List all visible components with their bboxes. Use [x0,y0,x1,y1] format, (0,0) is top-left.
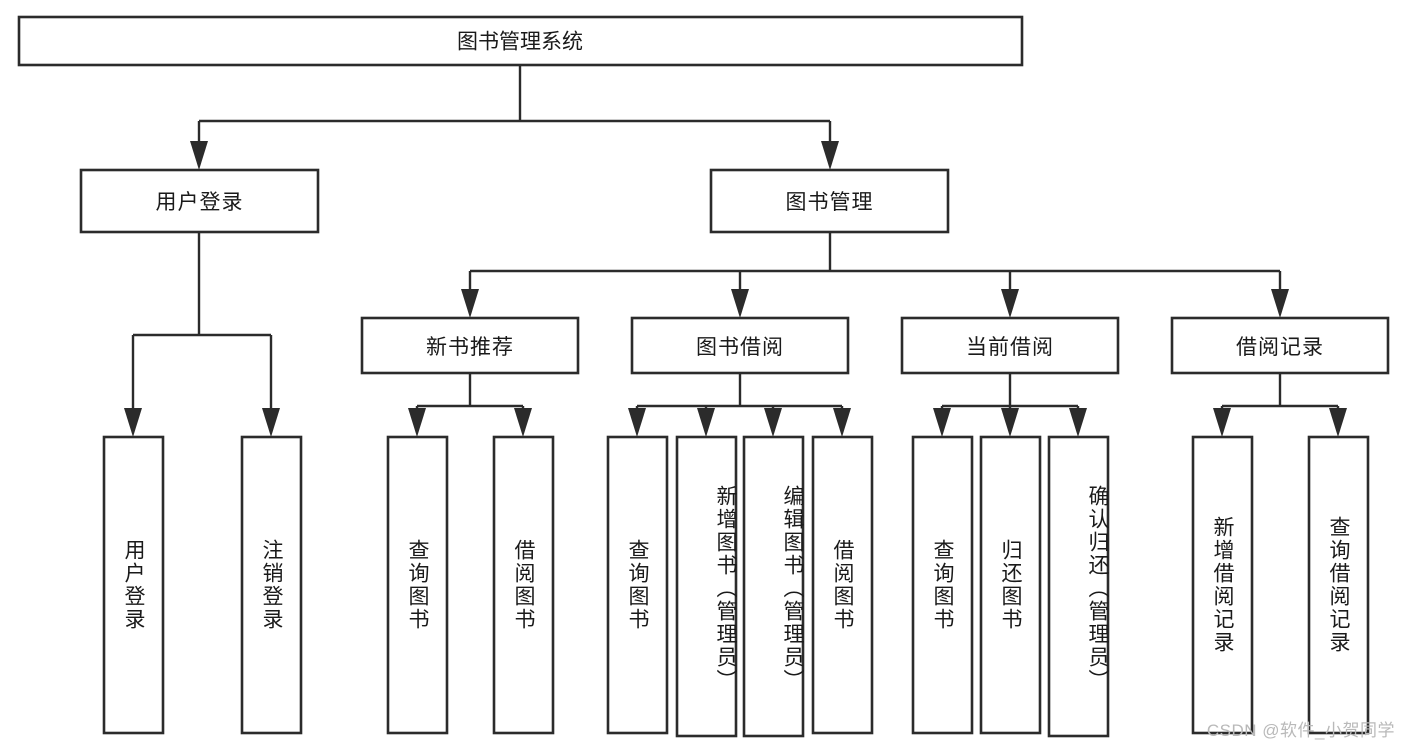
connector-group-book-borrow [628,373,851,437]
arrow-to-leaf-query-record [1329,408,1347,437]
connector-group-root [190,65,839,170]
arrow-to-leaf-query-book-2 [628,408,646,437]
connector-group-borrow-record [1213,373,1347,437]
node-box-leaf-confirm-return[interactable] [1047,435,1110,738]
arrow-to-leaf-logout-login [262,408,280,437]
node-box-current-borrow[interactable] [900,316,1120,375]
arrow-to-borrow-record [1271,289,1289,318]
node-box-leaf-add-record[interactable] [1191,435,1254,735]
arrow-to-new-book-recommend [461,289,479,318]
arrow-to-book-borrow [731,289,749,318]
arrow-to-leaf-user-login [124,408,142,437]
node-box-leaf-borrow-book-2[interactable] [811,435,874,735]
node-box-new-book-recommend[interactable] [360,316,580,375]
node-box-leaf-logout-login[interactable] [240,435,303,735]
node-box-leaf-edit-book[interactable] [742,435,805,738]
arrow-to-leaf-confirm-return [1069,408,1087,437]
node-box-leaf-query-book-3[interactable] [911,435,974,735]
connector-group-book-management [461,232,1289,318]
arrow-to-leaf-edit-book [764,408,782,437]
arrow-to-current-borrow [1001,289,1019,318]
node-box-root[interactable] [17,15,1024,67]
node-box-leaf-borrow-book-1[interactable] [492,435,555,735]
arrow-to-leaf-borrow-book-1 [514,408,532,437]
node-box-leaf-query-book-1[interactable] [386,435,449,735]
arrow-to-user-login [190,141,208,170]
connector-group-current-borrow [933,373,1087,437]
node-box-book-borrow[interactable] [630,316,850,375]
node-box-leaf-return-book[interactable] [979,435,1042,735]
node-box-borrow-record[interactable] [1170,316,1390,375]
node-box-leaf-add-book[interactable] [675,435,738,738]
arrow-to-leaf-query-book-1 [408,408,426,437]
connector-group-new-book-recommend [408,373,532,437]
connector-group-user-login [124,232,280,437]
node-box-leaf-user-login[interactable] [102,435,165,735]
node-box-leaf-query-book-2[interactable] [606,435,669,735]
arrow-to-leaf-add-book [697,408,715,437]
label-root: 图书管理系统 [457,31,583,54]
node-box-leaf-query-record[interactable] [1307,435,1370,735]
arrow-to-leaf-query-book-3 [933,408,951,437]
node-box-book-management[interactable] [709,168,950,234]
arrow-to-leaf-borrow-book-2 [833,408,851,437]
arrow-to-leaf-return-book [1001,408,1019,437]
node-box-user-login[interactable] [79,168,320,234]
arrow-to-book-management [821,141,839,170]
arrow-to-leaf-add-record [1213,408,1231,437]
